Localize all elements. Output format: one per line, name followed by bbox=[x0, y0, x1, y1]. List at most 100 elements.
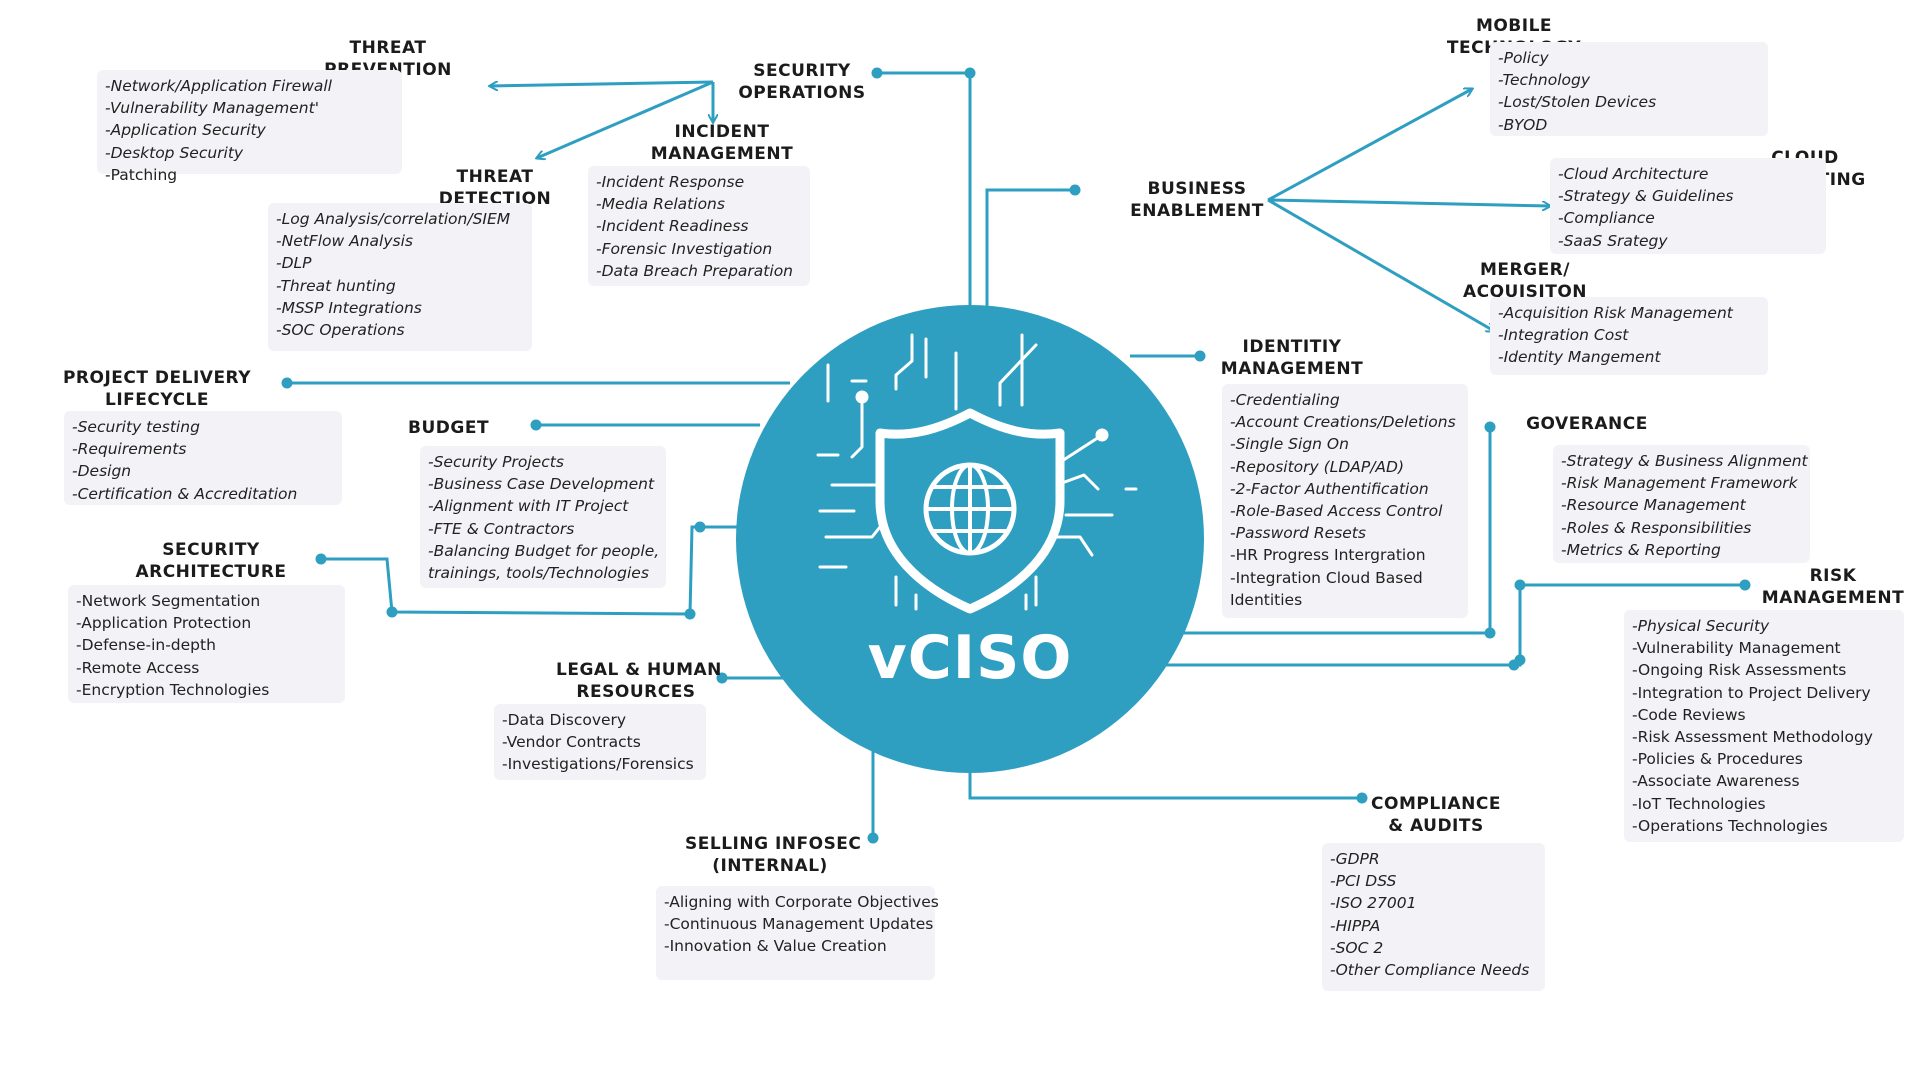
list-item: -Application Security bbox=[105, 121, 266, 140]
list-item: -Network Segmentation bbox=[76, 592, 261, 610]
threat-detection-list: -Log Analysis/correlation/SIEM -NetFlow … bbox=[268, 203, 532, 351]
list-item: -Code Reviews bbox=[1632, 705, 1746, 724]
project-delivery-list: -Security testing -Requirements -Design … bbox=[64, 411, 342, 505]
list-item: -2-Factor Authentification bbox=[1230, 479, 1429, 498]
list-item: -SOC Operations bbox=[276, 321, 405, 340]
connector-dot bbox=[1514, 654, 1526, 666]
list-item: -Risk Management Framework bbox=[1561, 474, 1798, 493]
security-architecture-list: -Network Segmentation -Application Prote… bbox=[68, 585, 345, 703]
connector-security-operations bbox=[877, 71, 972, 305]
list-item: -Defense-in-depth bbox=[76, 636, 216, 655]
list-item: -DLP bbox=[276, 254, 312, 273]
list-item: trainings, tools/Technologies bbox=[428, 564, 649, 583]
arrow-threat-prevention bbox=[490, 80, 714, 86]
list-item: -Strategy & Business Alignment bbox=[1561, 452, 1808, 470]
list-item: -IoT Technologies bbox=[1632, 794, 1766, 813]
list-item: -Balancing Budget for people, bbox=[428, 541, 660, 560]
connector-dot bbox=[1069, 184, 1081, 196]
list-item: -Forensic Investigation bbox=[596, 239, 773, 258]
compliance-audits-list: -GDPR -PCI DSS -ISO 27001 -HIPPA -SOC 2 … bbox=[1322, 843, 1545, 991]
connector-dot bbox=[530, 419, 542, 431]
list-item: -Threat hunting bbox=[276, 276, 396, 295]
mobile-technology-list: -Policy -Technology -Lost/Stolen Devices… bbox=[1490, 42, 1768, 136]
list-item: -Investigations/Forensics bbox=[502, 755, 694, 774]
list-item: -Incident Readiness bbox=[596, 217, 749, 236]
connector-dot bbox=[1484, 627, 1496, 639]
list-item: -Compliance bbox=[1558, 209, 1655, 228]
connector-dot bbox=[315, 553, 327, 565]
selling-infosec-list: -Aligning with Corporate Objectives -Con… bbox=[656, 886, 939, 980]
list-item: -Password Resets bbox=[1230, 524, 1366, 543]
connector-dot bbox=[1514, 579, 1526, 591]
list-item: -Remote Access bbox=[76, 658, 200, 677]
list-item: -Resource Management bbox=[1561, 496, 1746, 515]
list-item: -Data Discovery bbox=[502, 711, 627, 729]
list-item: -Desktop Security bbox=[105, 143, 244, 162]
list-item: -Encryption Technologies bbox=[76, 680, 270, 699]
risk-management-list: -Physical Security -Vulnerability Manage… bbox=[1624, 610, 1904, 842]
threat-prevention-list: -Network/Application Firewall -Vulnerabi… bbox=[97, 70, 402, 184]
list-item: -Data Breach Preparation bbox=[596, 261, 793, 280]
goverance-title: GOVERANCE bbox=[1526, 414, 1648, 434]
identity-management-list: -Credentialing -Account Creations/Deleti… bbox=[1222, 384, 1468, 618]
connector-dot bbox=[694, 521, 706, 533]
list-item: -Log Analysis/correlation/SIEM bbox=[276, 210, 511, 228]
list-item: -Lost/Stolen Devices bbox=[1498, 93, 1657, 112]
list-item: -Metrics & Reporting bbox=[1561, 540, 1721, 559]
list-item: -Policies & Procedures bbox=[1632, 750, 1803, 769]
list-item: -Identity Mangement bbox=[1498, 348, 1661, 367]
budget-list: -Security Projects -Business Case Develo… bbox=[420, 446, 666, 588]
list-item: -Security testing bbox=[72, 418, 200, 436]
list-item: -Integration Cloud Based bbox=[1230, 568, 1423, 587]
list-item: -Other Compliance Needs bbox=[1330, 961, 1530, 980]
list-item: -Risk Assessment Methodology bbox=[1632, 728, 1873, 747]
list-item: -Acquisition Risk Management bbox=[1498, 304, 1733, 322]
list-item: -HIPPA bbox=[1330, 916, 1381, 935]
list-item: -Integration to Project Delivery bbox=[1632, 683, 1871, 702]
list-item: -Roles & Responsibilities bbox=[1561, 518, 1752, 537]
connector-dot bbox=[281, 377, 293, 389]
list-item: -Ongoing Risk Assessments bbox=[1632, 661, 1847, 680]
list-item: -Vendor Contracts bbox=[502, 733, 641, 752]
list-item: -Media Relations bbox=[596, 195, 725, 214]
list-item: -Continuous Management Updates bbox=[664, 915, 934, 934]
list-item: -Single Sign On bbox=[1230, 435, 1349, 454]
connector-dot bbox=[1484, 421, 1496, 433]
list-item: -Strategy & Guidelines bbox=[1558, 187, 1734, 206]
list-item: -Credentialing bbox=[1230, 391, 1340, 409]
list-item: -Vulnerability Management bbox=[1632, 639, 1841, 658]
list-item: -SOC 2 bbox=[1330, 938, 1384, 957]
list-item: -Design bbox=[72, 462, 132, 481]
list-item: -GDPR bbox=[1330, 850, 1380, 868]
arrow-mobile-technology bbox=[1267, 89, 1472, 202]
list-item: Identities bbox=[1230, 590, 1303, 609]
list-item: -Integration Cost bbox=[1498, 326, 1629, 345]
list-item: -Role-Based Access Control bbox=[1230, 502, 1443, 521]
list-item: -BYOD bbox=[1498, 115, 1548, 134]
incident-management-list: -Incident Response -Media Relations -Inc… bbox=[588, 166, 810, 286]
list-item: -Business Case Development bbox=[428, 475, 655, 494]
legal-hr-list: -Data Discovery -Vendor Contracts -Inves… bbox=[494, 704, 706, 780]
list-item: -Patching bbox=[105, 165, 178, 184]
vciso-hub: vCISO bbox=[736, 305, 1204, 773]
list-item: -HR Progress Intergration bbox=[1230, 546, 1426, 565]
connector-dot bbox=[1508, 659, 1520, 671]
connector-dot bbox=[684, 608, 696, 620]
vciso-label: vCISO bbox=[867, 623, 1073, 693]
list-item: -Associate Awareness bbox=[1632, 772, 1800, 791]
list-item: -Policy bbox=[1498, 49, 1549, 67]
connector-dot bbox=[386, 606, 398, 618]
connector-dot bbox=[867, 832, 879, 844]
list-item: -Security Projects bbox=[428, 453, 564, 471]
list-item: -Aligning with Corporate Objectives bbox=[664, 893, 939, 911]
list-item: -SaaS Srategy bbox=[1558, 231, 1668, 250]
shield-globe-circuit-icon bbox=[816, 333, 1138, 614]
budget-title: BUDGET bbox=[408, 418, 490, 438]
